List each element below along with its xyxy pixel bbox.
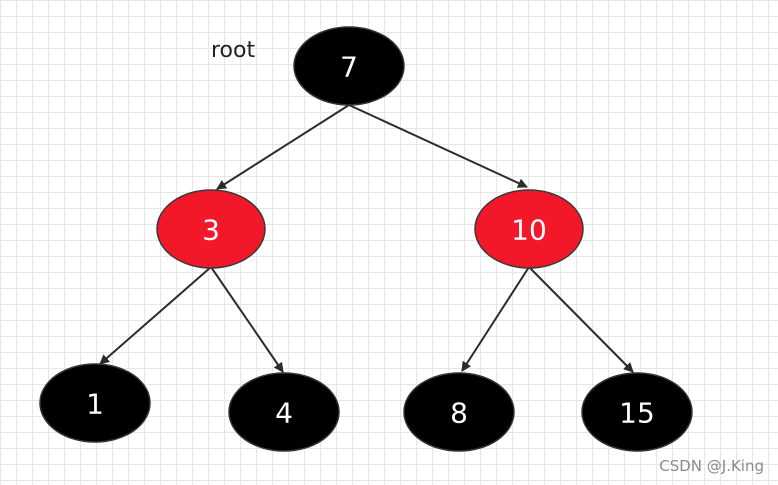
tree-node-8: 8: [403, 372, 515, 452]
edge-10-8: [461, 266, 530, 372]
watermark: CSDN @J.King: [659, 457, 764, 475]
tree-node-1: 1: [39, 363, 151, 443]
tree-node-3: 3: [156, 189, 266, 269]
node-label-1: 1: [86, 388, 104, 421]
edge-7-3: [216, 104, 350, 190]
tree-node-4: 4: [228, 372, 340, 452]
tree-node-7: 7: [293, 26, 405, 106]
tree-node-10: 10: [474, 189, 584, 269]
node-label-7: 7: [340, 51, 358, 84]
edge-3-4: [210, 266, 284, 373]
node-label-10: 10: [511, 214, 547, 247]
node-label-4: 4: [275, 397, 293, 430]
tree-node-15: 15: [581, 372, 693, 452]
edge-10-15: [528, 266, 634, 373]
node-label-15: 15: [619, 397, 655, 430]
edge-3-1: [99, 266, 212, 365]
node-label-8: 8: [450, 397, 468, 430]
root-label: root: [211, 38, 256, 63]
node-label-3: 3: [202, 214, 220, 247]
edge-7-10: [348, 104, 528, 188]
